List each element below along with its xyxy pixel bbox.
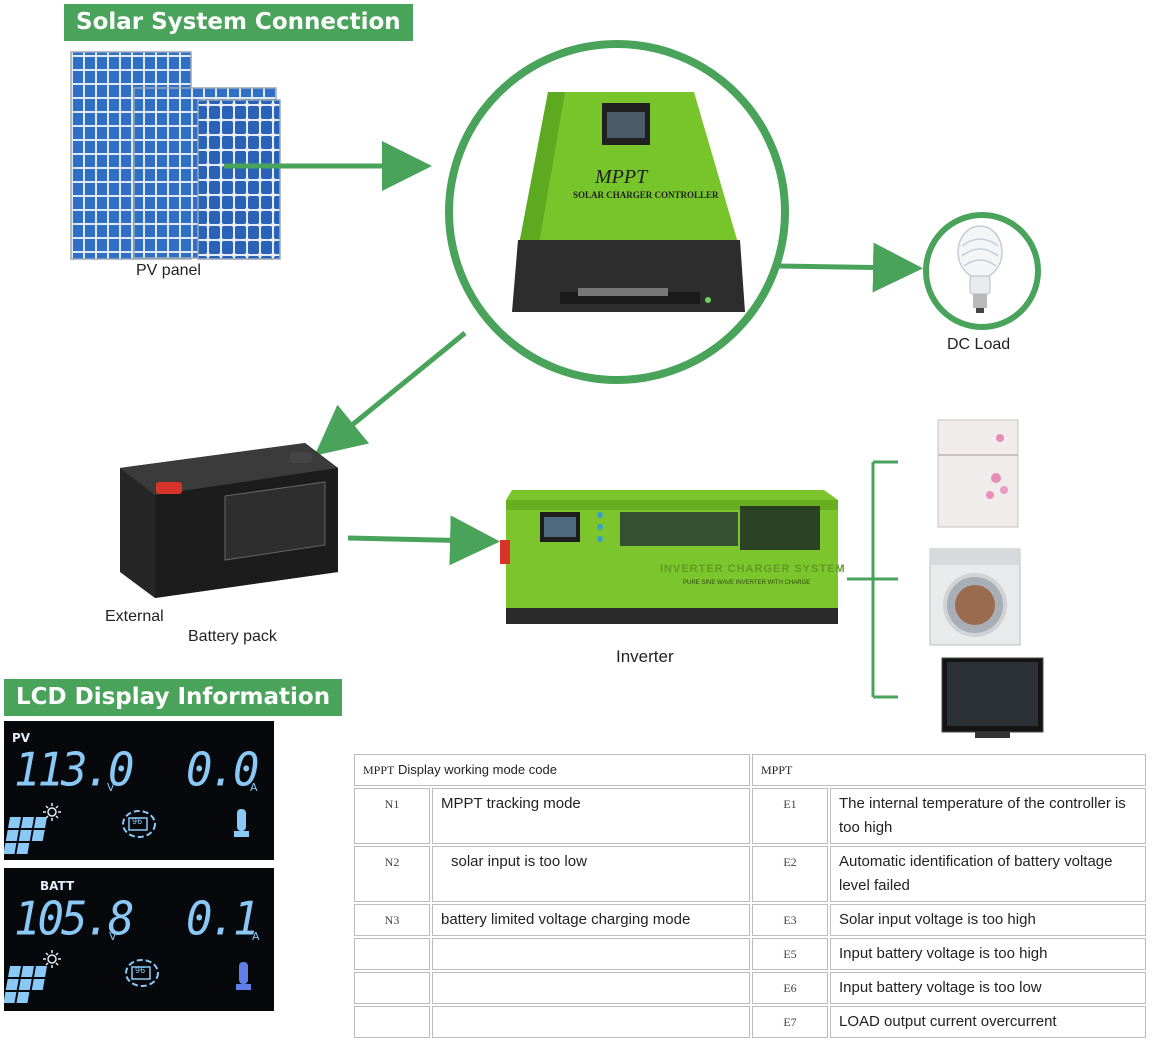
e-desc-cell: Input battery voltage is too low: [830, 972, 1146, 1004]
lcd-pv-current: 0.0: [186, 743, 260, 798]
battery-status-icon: [125, 959, 159, 987]
arrow-battery-to-inverter: [347, 515, 500, 566]
n-code-cell: [354, 938, 430, 970]
lcd-display-title: LCD Display Information: [4, 679, 343, 716]
n-desc-cell: [432, 1006, 750, 1038]
table-row: N2 solar input is too low E2 Automatic i…: [354, 846, 1146, 902]
table-row: N3 battery limited voltage charging mode…: [354, 904, 1146, 936]
lcd-display-batt: BATT 105.8 V 0.1 A 96: [4, 868, 274, 1011]
e-desc-cell: Automatic identification of battery volt…: [830, 846, 1146, 902]
e-code-cell: E6: [752, 972, 828, 1004]
n-code-cell: N2: [354, 846, 430, 902]
load-bulb-icon: [236, 962, 251, 990]
arrow-controller-to-battery: [314, 331, 467, 456]
dc-load-label: DC Load: [947, 336, 1011, 353]
n-desc-cell: [432, 972, 750, 1004]
battery-label-line1: External: [105, 608, 164, 625]
e-code-cell: E5: [752, 938, 828, 970]
sun-icon: [43, 803, 61, 821]
table-header-left: MPPT Display working mode code: [354, 754, 750, 786]
lcd-pv-current-unit: A: [250, 781, 258, 794]
table-row: E5 Input battery voltage is too high: [354, 938, 1146, 970]
solar-system-title: Solar System Connection: [64, 4, 413, 41]
lcd-pv-voltage: 113.0: [14, 743, 134, 798]
solar-panel-icon: [4, 966, 47, 1003]
battery-pack-image: [120, 443, 338, 598]
table-header-left-prefix: MPPT: [363, 763, 395, 777]
lcd-batt-battery-text: 96: [135, 966, 146, 975]
inverter-subtitle-label: PURE SINE WAVE INVERTER WITH CHARGE: [683, 580, 811, 586]
table-header-left-text: Display working mode code: [397, 762, 557, 777]
n-desc-cell: battery limited voltage charging mode: [432, 904, 750, 936]
e-desc-cell: LOAD output current overcurrent: [830, 1006, 1146, 1038]
lcd-batt-current-unit: A: [252, 930, 260, 943]
table-row: E6 Input battery voltage is too low: [354, 972, 1146, 1004]
lcd-batt-voltage-unit: V: [109, 930, 117, 943]
washing-machine-image: [929, 548, 1021, 646]
inverter-image: [500, 490, 838, 624]
n-desc-cell: MPPT tracking mode: [432, 788, 750, 844]
table-row: E7 LOAD output current overcurrent: [354, 1006, 1146, 1038]
controller-highlight-circle: [445, 40, 789, 384]
dc-load-circle: [923, 212, 1041, 330]
table-row: N1 MPPT tracking mode E1 The internal te…: [354, 788, 1146, 844]
inverter-brand-label: INVERTER CHARGER SYSTEM: [660, 563, 846, 575]
lcd-pv-voltage-unit: V: [107, 781, 115, 794]
pv-panel-label: PV panel: [136, 262, 201, 279]
arrow-controller-to-load: [777, 242, 923, 293]
lcd-display-pv: PV 113.0 V 0.0 A 96: [4, 721, 274, 860]
n-code-cell: N1: [354, 788, 430, 844]
e-desc-cell: Solar input voltage is too high: [830, 904, 1146, 936]
e-code-cell: E2: [752, 846, 828, 902]
lcd-pv-battery-text: 96: [132, 817, 143, 826]
n-desc-cell: solar input is too low: [432, 846, 750, 902]
e-code-cell: E7: [752, 1006, 828, 1038]
n-code-cell: [354, 972, 430, 1004]
inverter-label: Inverter: [616, 647, 674, 666]
table-header-right: MPPT: [752, 754, 1146, 786]
load-bulb-icon: [234, 809, 249, 837]
lcd-batt-icons: [4, 950, 251, 1003]
lcd-batt-caption: BATT: [40, 879, 75, 893]
e-desc-cell: The internal temperature of the controll…: [830, 788, 1146, 844]
n-code-cell: N3: [354, 904, 430, 936]
pv-panel-image: [70, 51, 281, 260]
controller-subtitle-label: SOLAR CHARGER CONTROLLER: [573, 190, 719, 200]
solar-panel-icon: [4, 817, 47, 854]
n-code-cell: [354, 1006, 430, 1038]
light-bulb-icon: [957, 225, 1003, 313]
refrigerator-image: [937, 419, 1019, 528]
e-code-cell: E1: [752, 788, 828, 844]
battery-label-line2: Battery pack: [188, 628, 277, 645]
sun-icon: [43, 950, 61, 968]
battery-status-icon: [122, 810, 156, 838]
n-desc-cell: [432, 938, 750, 970]
lcd-batt-voltage: 105.8: [14, 892, 134, 947]
table-header-row: MPPT Display working mode code MPPT: [354, 754, 1146, 786]
controller-brand-label: MPPT: [595, 166, 648, 188]
e-code-cell: E3: [752, 904, 828, 936]
e-desc-cell: Input battery voltage is too high: [830, 938, 1146, 970]
mppt-controller-image: [512, 92, 745, 312]
lcd-pv-caption: PV: [12, 731, 31, 745]
ac-load-bracket: [847, 460, 898, 699]
mode-code-table: MPPT Display working mode code MPPT N1 M…: [352, 752, 1148, 1040]
lcd-pv-icons: [4, 803, 249, 854]
lcd-batt-current: 0.1: [186, 892, 260, 947]
television-image: [941, 657, 1044, 738]
